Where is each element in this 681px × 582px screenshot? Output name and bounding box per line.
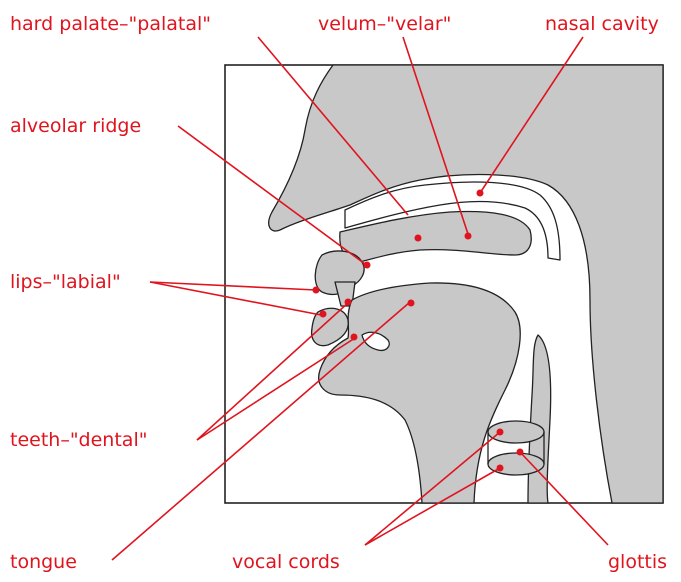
lips-dot-upper	[313, 287, 320, 294]
lips-label: lips–"labial"	[10, 271, 121, 293]
vocal-cords-label: vocal cords	[232, 551, 340, 573]
glottis-label: glottis	[608, 551, 667, 573]
teeth-dot-lower	[351, 334, 358, 341]
alveolar-ridge-label: alveolar ridge	[10, 115, 141, 137]
lips-dot-lower	[320, 311, 327, 318]
tongue-dot	[408, 300, 415, 307]
velum-dot	[465, 233, 472, 240]
tongue-label: tongue	[10, 551, 77, 573]
hard-palate-label: hard palate–"palatal"	[10, 13, 211, 35]
hard-palate-dot	[415, 235, 422, 242]
larynx-lower-ring	[488, 453, 544, 475]
larynx-upper-ring	[488, 421, 544, 443]
nasal-cavity-label: nasal cavity	[545, 13, 659, 35]
alveolar-ridge-dot	[364, 262, 371, 269]
teeth-dot-upper	[345, 299, 352, 306]
velum-label: velum–"velar"	[318, 13, 451, 35]
vocal-cords-dot-lower	[497, 465, 504, 472]
glottis-dot	[517, 449, 524, 456]
vocal-cords-dot-upper	[497, 429, 504, 436]
nasal-cavity-dot	[477, 190, 484, 197]
teeth-label: teeth–"dental"	[10, 429, 147, 451]
